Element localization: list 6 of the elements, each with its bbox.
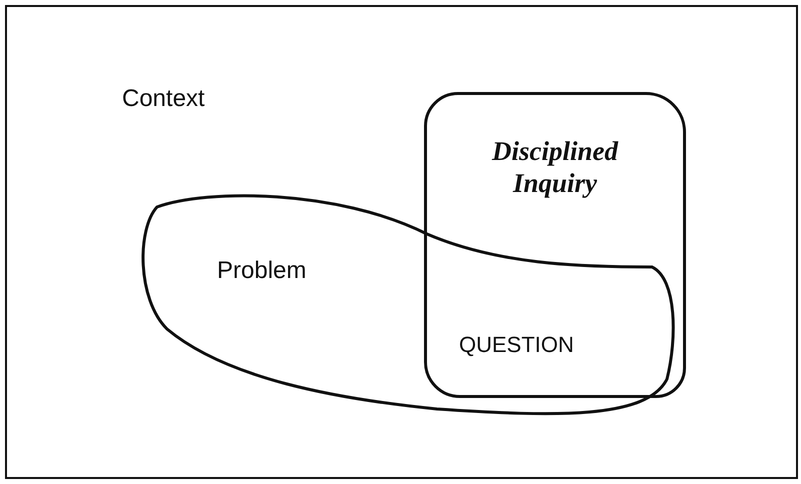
question-label: QUESTION: [459, 332, 574, 358]
context-label: Context: [122, 85, 205, 113]
context-frame: [5, 5, 798, 479]
inquiry-box: [424, 92, 686, 398]
inquiry-label: Disciplined Inquiry: [490, 135, 620, 200]
problem-label: Problem: [217, 257, 306, 285]
